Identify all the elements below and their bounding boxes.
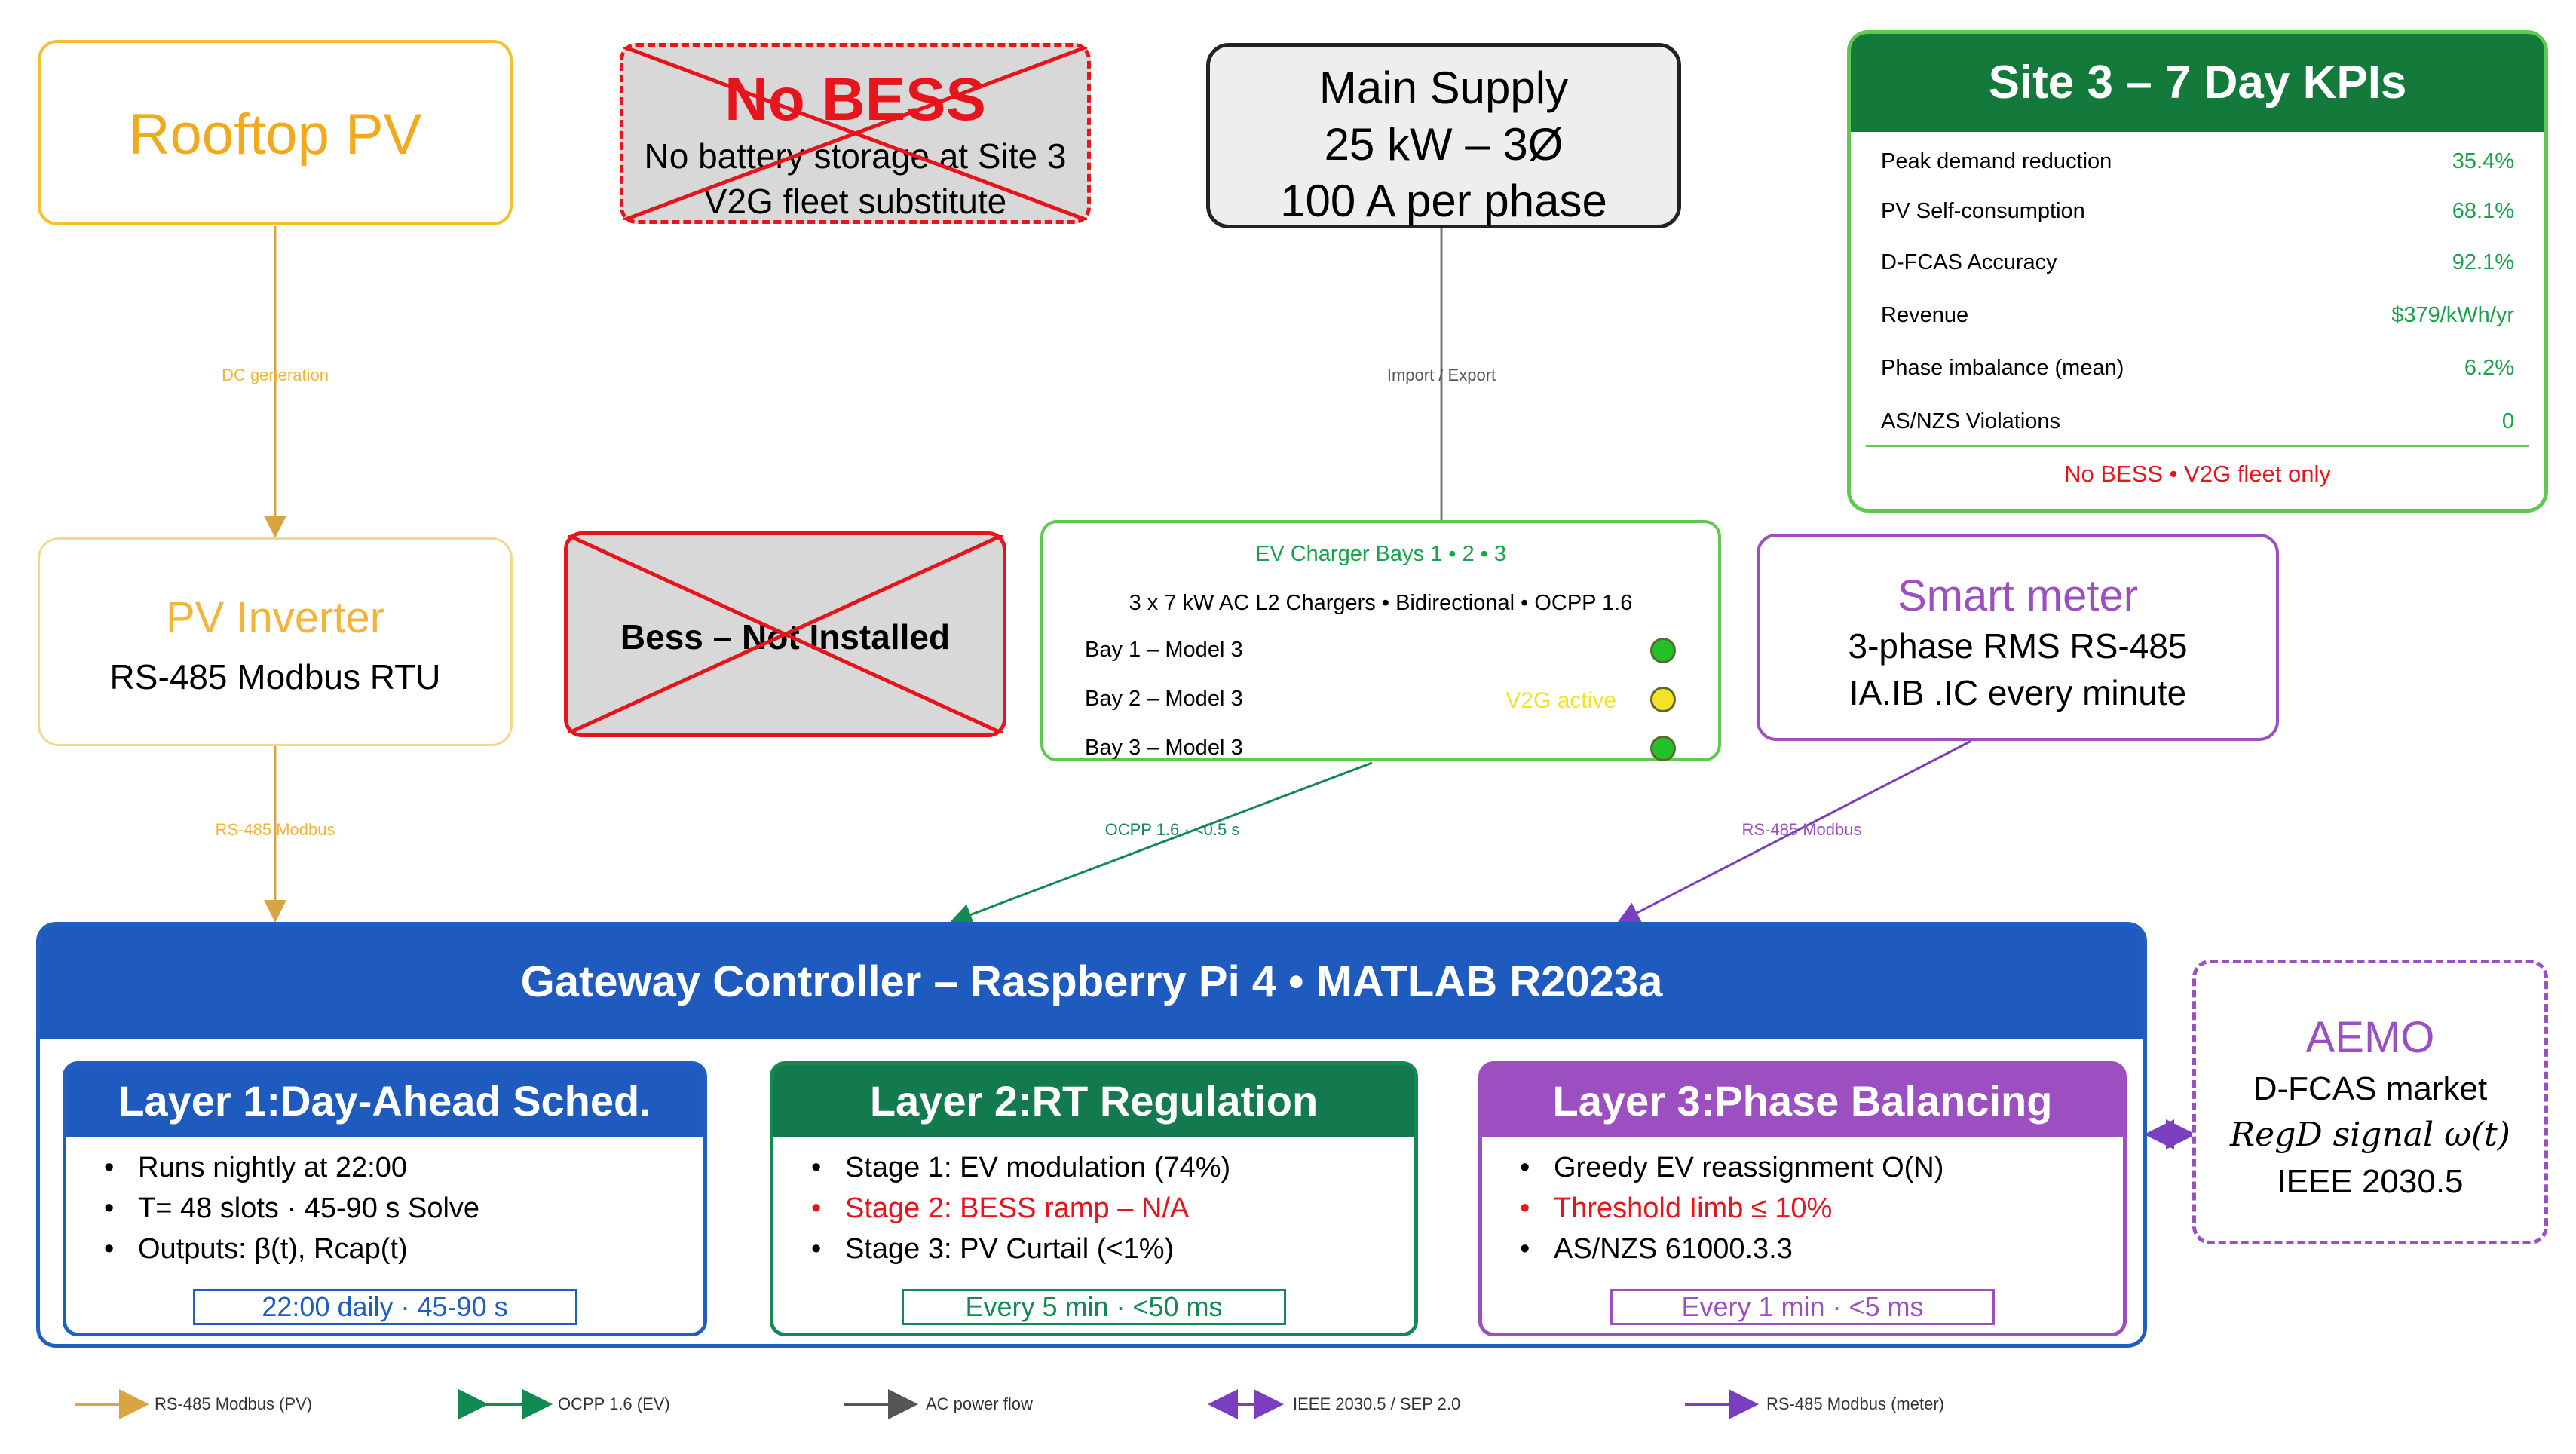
layer-timing-pill: 22:00 daily · 45-90 s	[192, 1289, 577, 1325]
ev-subtitle: 3 x 7 kW AC L2 Chargers • Bidirectional …	[1129, 591, 1633, 615]
kpi-divider	[1866, 445, 2529, 447]
meter-line2: IA.IB .IC every minute	[1849, 673, 2187, 712]
cross-out-icon	[623, 47, 1087, 220]
layer-item: •Outputs: β(t), Rcap(t)	[104, 1233, 408, 1265]
layer-timing-pill: Every 5 min · <50 ms	[902, 1289, 1286, 1325]
ev-bay-label: Bay 2 – Model 3	[1085, 687, 1243, 711]
layer-item: •Stage 3: PV Curtail (<1%)	[811, 1233, 1175, 1265]
kpi-label: Phase imbalance (mean)	[1881, 356, 2124, 380]
kpi-row: AS/NZS Violations 0	[1881, 409, 2514, 434]
ev-bay-label: Bay 1 – Model 3	[1085, 638, 1243, 662]
layer-title: Layer 2:RT Regulation	[773, 1065, 1414, 1137]
kpi-row: Peak demand reduction 35.4%	[1881, 149, 2514, 174]
legend-item: AC power flow	[926, 1394, 1033, 1413]
main-supply-line2: 25 kW – 3Ø	[1324, 119, 1564, 170]
cross-out-icon	[568, 535, 1003, 733]
edge-label-import: Import / Export	[1386, 366, 1496, 384]
layer-item: •Threshold Iimb ≤ 10%	[1520, 1192, 1833, 1224]
main-supply-line1: Main Supply	[1319, 63, 1569, 113]
layer-item: •Stage 1: EV modulation (74%)	[811, 1152, 1231, 1183]
kpi-label: Revenue	[1881, 303, 1969, 327]
bess-title: Bess – Not Installed	[620, 617, 951, 657]
layer-timing-pill: Every 1 min · <5 ms	[1610, 1289, 1995, 1325]
meter-title: Smart meter	[1897, 571, 2139, 620]
kpi-row: Phase imbalance (mean) 6.2%	[1881, 356, 2514, 381]
layer-3-panel[interactable]: Layer 3:Phase Balancing •Greedy EV reass…	[1478, 1061, 2127, 1336]
kpi-value: 68.1%	[2452, 199, 2514, 223]
kpi-value: 0	[2501, 409, 2514, 433]
kpi-value: $379/kWh/yr	[2391, 303, 2514, 327]
kpi-row: D-FCAS Accuracy 92.1%	[1881, 250, 2514, 275]
edge-label-ocpp: OCPP 1.6 · <0.5 s	[1104, 820, 1240, 839]
aemo-node[interactable]: AEMO D-FCAS market RegD signal ω(t) IEEE…	[2192, 960, 2548, 1244]
layer-item: •AS/NZS 61000.3.3	[1520, 1233, 1793, 1265]
ev-charger-node[interactable]: EV Charger Bays 1 • 2 • 3 3 x 7 kW AC L2…	[1040, 520, 1721, 761]
kpi-title: Site 3 – 7 Day KPIs	[1851, 34, 2544, 132]
ev-bay-2[interactable]: Bay 2 – Model 3 V2G active	[1085, 687, 1688, 724]
wire-ocpp	[949, 761, 1373, 926]
no-bess-line2: V2G fleet substitute	[703, 182, 1007, 221]
meter-line1: 3-phase RMS RS-485	[1848, 626, 2188, 666]
pv-inverter-node[interactable]: PV Inverter RS-485 Modbus RTU	[38, 537, 513, 746]
kpi-value: 92.1%	[2452, 250, 2514, 274]
aemo-line3: IEEE 2030.5	[2277, 1163, 2464, 1200]
status-dot-icon	[1650, 736, 1676, 761]
no-bess-line1: No battery storage at Site 3	[644, 136, 1067, 176]
layer-1-panel[interactable]: Layer 1:Day-Ahead Sched. •Runs nightly a…	[63, 1061, 707, 1336]
no-bess-node[interactable]: No BESS No battery storage at Site 3 V2G…	[620, 43, 1091, 224]
legend-item: OCPP 1.6 (EV)	[558, 1394, 670, 1413]
status-dot-icon	[1650, 687, 1676, 712]
gateway-controller[interactable]: Gateway Controller – Raspberry Pi 4 • MA…	[36, 922, 2147, 1348]
layer-item: •T= 48 slots · 45-90 s Solve	[104, 1192, 480, 1224]
kpi-label: PV Self-consumption	[1881, 199, 2085, 223]
main-supply-node[interactable]: Main Supply 25 kW – 3Ø 100 A per phase	[1206, 43, 1681, 228]
kpi-label: AS/NZS Violations	[1881, 409, 2061, 433]
kpi-label: D-FCAS Accuracy	[1881, 250, 2057, 274]
ev-bay-1[interactable]: Bay 1 – Model 3	[1085, 638, 1688, 675]
edge-label-rs485-meter: RS-485 Modbus	[1741, 820, 1862, 839]
pv-inverter-title: PV Inverter	[165, 593, 385, 642]
kpi-row: PV Self-consumption 68.1%	[1881, 199, 2514, 224]
kpi-value: 6.2%	[2464, 356, 2514, 380]
ev-bay-label: Bay 3 – Model 3	[1085, 736, 1243, 760]
kpi-panel: Site 3 – 7 Day KPIs Peak demand reductio…	[1847, 30, 2548, 513]
layer-title: Layer 1:Day-Ahead Sched.	[66, 1065, 703, 1137]
layer-item: •Runs nightly at 22:00	[104, 1152, 408, 1183]
wire-rs485-meter	[1616, 739, 1972, 923]
ev-bay-3[interactable]: Bay 3 – Model 3	[1085, 736, 1688, 773]
kpi-row: Revenue $379/kWh/yr	[1881, 303, 2514, 328]
edge-label-dc: DC generation	[222, 366, 329, 384]
layer-title: Layer 3:Phase Balancing	[1482, 1065, 2123, 1137]
ev-title: EV Charger Bays 1 • 2 • 3	[1254, 542, 1507, 566]
layer-2-panel[interactable]: Layer 2:RT Regulation •Stage 1: EV modul…	[770, 1061, 1418, 1336]
layer-item: •Stage 2: BESS ramp – N/A	[811, 1192, 1190, 1224]
edge-label-rs485-pv: RS-485 Modbus	[215, 820, 335, 839]
legend-item: IEEE 2030.5 / SEP 2.0	[1293, 1394, 1461, 1413]
kpi-footer: No BESS • V2G fleet only	[2064, 461, 2331, 487]
aemo-line1: D-FCAS market	[2253, 1070, 2488, 1107]
aemo-line2: RegD signal ω(t)	[2230, 1116, 2510, 1154]
kpi-value: 35.4%	[2452, 149, 2514, 173]
main-supply-line3: 100 A per phase	[1280, 176, 1607, 226]
pv-inverter-subtitle: RS-485 Modbus RTU	[109, 657, 441, 696]
aemo-title: AEMO	[2305, 1013, 2435, 1062]
gateway-title: Gateway Controller – Raspberry Pi 4 • MA…	[40, 926, 2143, 1039]
status-dot-icon	[1650, 638, 1676, 663]
smart-meter-node[interactable]: Smart meter 3-phase RMS RS-485 IA.IB .IC…	[1757, 534, 2279, 741]
ev-bay-status: V2G active	[1505, 688, 1616, 713]
rooftop-pv-title: Rooftop PV	[128, 103, 422, 167]
layer-item: •Greedy EV reassignment O(N)	[1520, 1152, 1944, 1183]
bess-node[interactable]: Bess – Not Installed	[564, 531, 1006, 737]
legend-item: RS-485 Modbus (PV)	[155, 1394, 313, 1413]
legend-item: RS-485 Modbus (meter)	[1766, 1394, 1944, 1413]
rooftop-pv-node[interactable]: Rooftop PV	[38, 40, 513, 225]
kpi-label: Peak demand reduction	[1881, 149, 2112, 173]
